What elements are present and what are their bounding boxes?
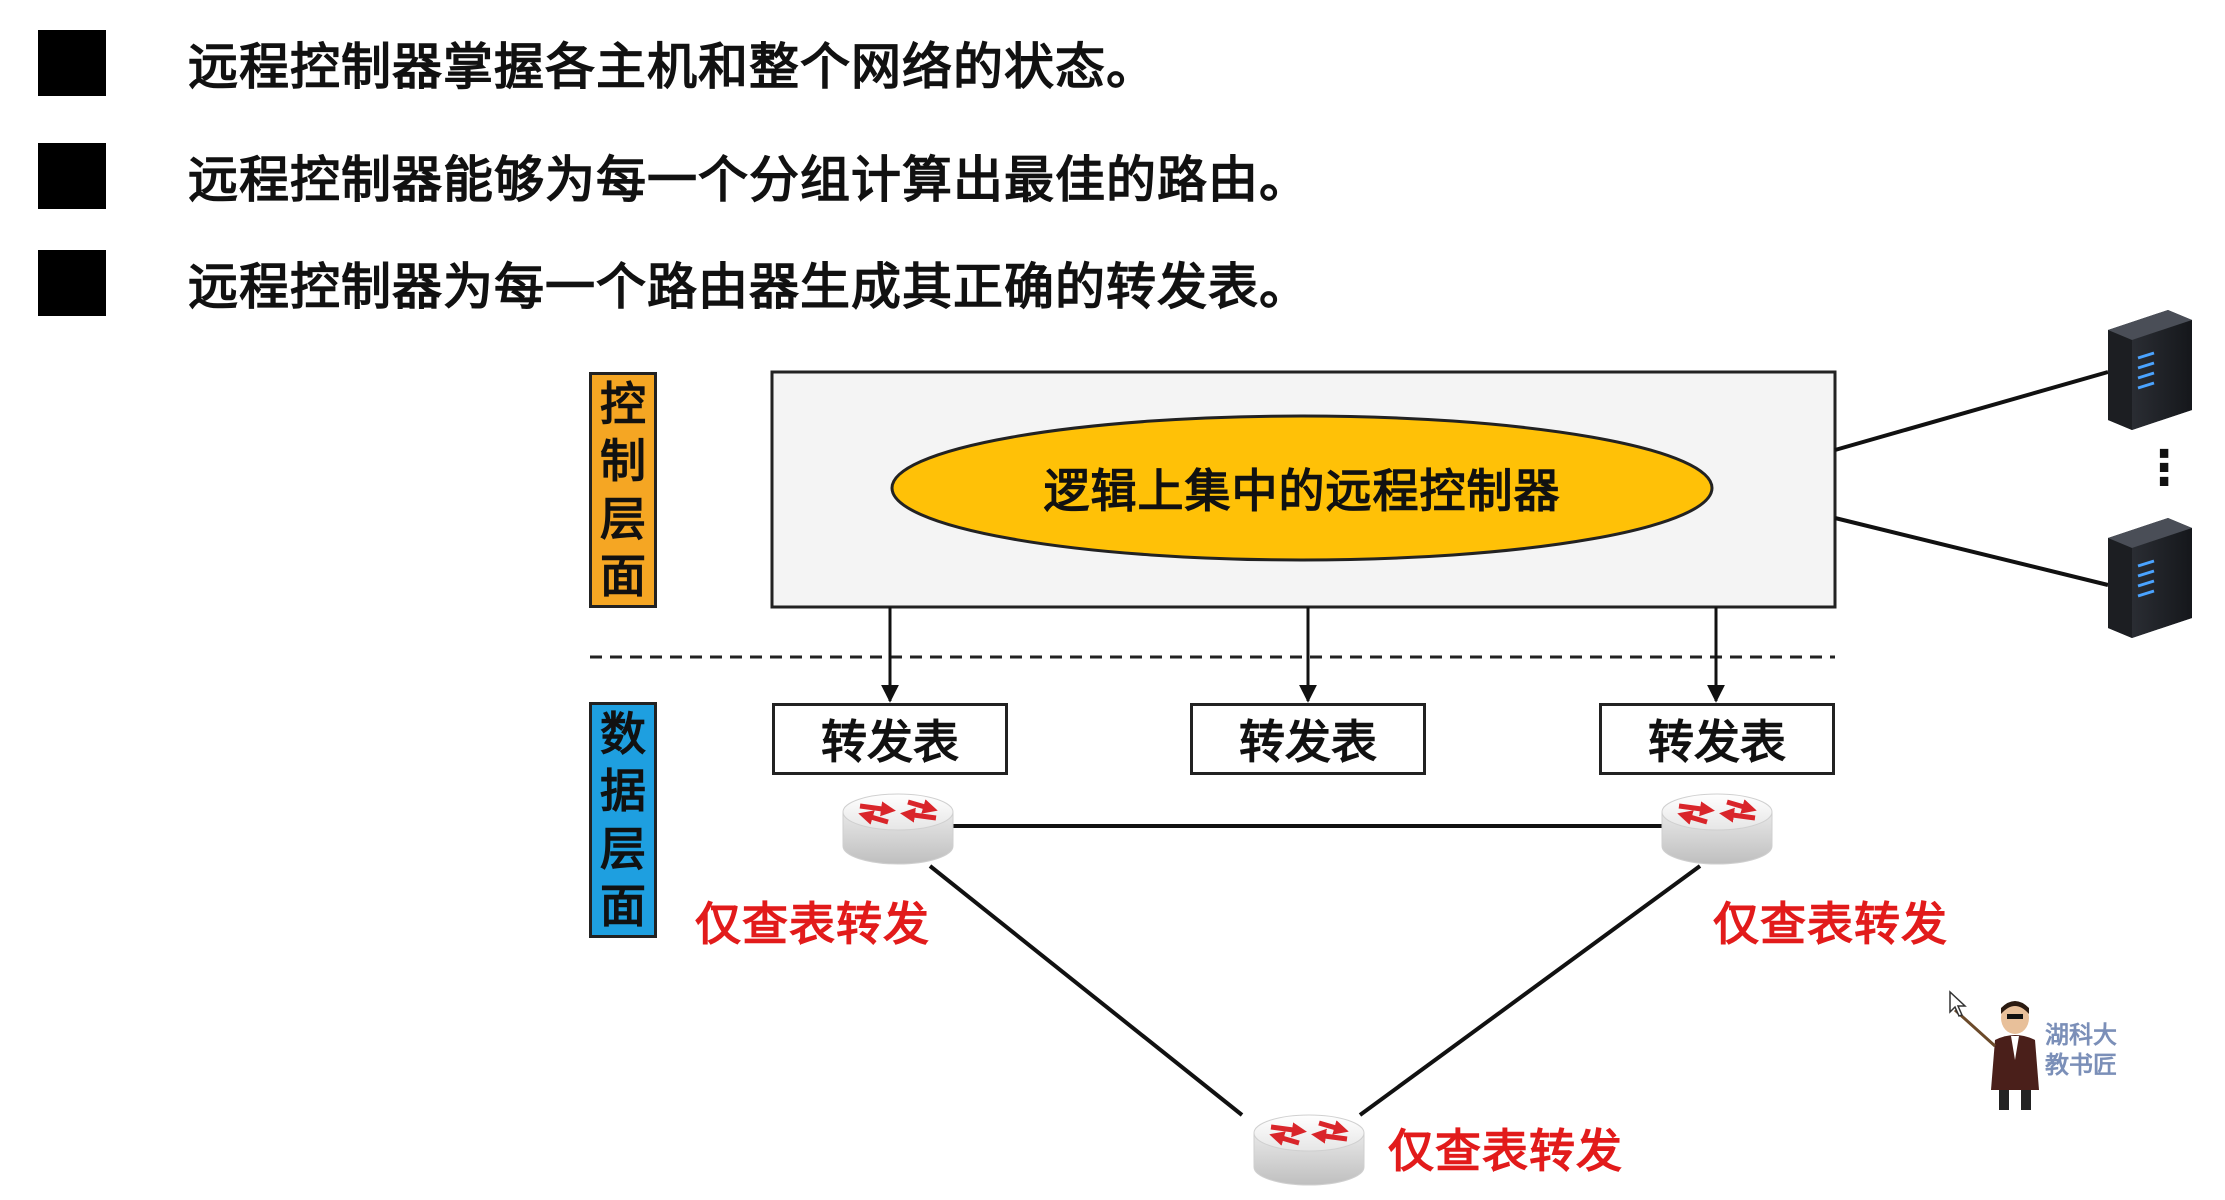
router-label-bottom: 仅查表转发 xyxy=(1388,1124,1623,1178)
bullet-text: 远程控制器为每一个路由器生成其正确的转发表。 xyxy=(188,258,1310,316)
control-plane-label: 控 制 层 面 xyxy=(589,372,657,608)
forwarding-table-2: 转发表 xyxy=(1190,703,1426,775)
bullet-text: 远程控制器能够为每一个分组计算出最佳的路由。 xyxy=(188,151,1310,209)
watermark-line-2: 教书匠 xyxy=(2045,1051,2117,1079)
data-plane-char: 面 xyxy=(600,879,646,934)
router-label-right: 仅查表转发 xyxy=(1713,897,1948,951)
router-link-right xyxy=(1358,864,1702,1117)
data-plane-label: 数 据 层 面 xyxy=(589,702,657,938)
bullet-item-3: 远程控制器为每一个路由器生成其正确的转发表。 xyxy=(38,250,1310,316)
bullet-item-1: 远程控制器掌握各主机和整个网络的状态。 xyxy=(38,30,1157,96)
router-icon xyxy=(1662,794,1772,864)
bullet-square-icon xyxy=(38,250,106,316)
data-plane-char: 层 xyxy=(600,821,646,876)
bullet-square-icon xyxy=(38,30,106,96)
bullet-item-2: 远程控制器能够为每一个分组计算出最佳的路由。 xyxy=(38,143,1310,209)
control-plane-char: 制 xyxy=(600,434,646,489)
server-link-2 xyxy=(1834,516,2109,587)
bullet-text: 远程控制器掌握各主机和整个网络的状态。 xyxy=(188,38,1157,96)
router-label-left: 仅查表转发 xyxy=(695,897,930,951)
controller-ellipse xyxy=(890,414,1714,562)
control-plane-char: 控 xyxy=(600,376,646,431)
cursor-icon xyxy=(1949,990,1967,1017)
data-plane-char: 数 xyxy=(600,706,646,761)
server-icon xyxy=(2106,516,2194,640)
control-plane-char: 面 xyxy=(600,549,646,604)
router-link-left xyxy=(928,864,1244,1117)
teacher-avatar-icon xyxy=(1953,1001,2039,1110)
data-plane-char: 据 xyxy=(600,764,646,819)
forwarding-table-3: 转发表 xyxy=(1599,703,1835,775)
forwarding-table-1: 转发表 xyxy=(772,703,1008,775)
control-plane-char: 层 xyxy=(600,491,646,546)
server-icon xyxy=(2106,308,2194,432)
server-link-1 xyxy=(1834,370,2109,452)
watermark-text: 湖科大 教书匠 xyxy=(2045,1020,2117,1080)
controller-label: 逻辑上集中的远程控制器 xyxy=(1043,464,1561,518)
watermark-line-1: 湖科大 xyxy=(2045,1021,2117,1049)
router-icon xyxy=(1254,1115,1364,1185)
server-ellipsis: ⋮ xyxy=(2140,440,2188,496)
router-icon xyxy=(843,794,953,864)
bullet-square-icon xyxy=(38,143,106,209)
